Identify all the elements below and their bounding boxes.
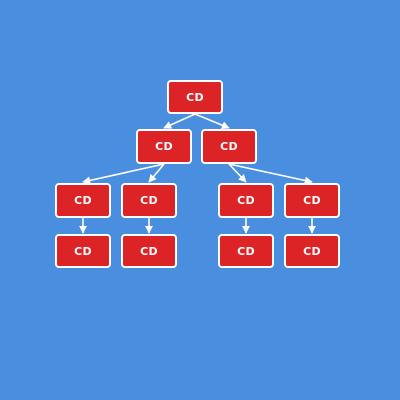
edge-arrow-n1-n4 [148,163,165,183]
tree-node-level2-4[interactable]: CD [284,183,340,218]
edge-arrow-n0-n2 [194,113,230,129]
tree-node-level2-3[interactable]: CD [218,183,274,218]
node-label: CD [186,90,204,104]
node-label: CD [140,244,158,258]
edge-arrow-n2-n5 [228,163,247,183]
node-label: CD [74,244,92,258]
node-label: CD [140,194,158,207]
node-label: CD [237,194,255,207]
edge-arrow-n1-n3 [82,163,165,185]
node-label: CD [74,194,92,207]
tree-node-level3-3[interactable]: CD [218,234,274,268]
node-label: CD [303,194,321,207]
node-label: CD [220,140,238,153]
tree-node-level3-1[interactable]: CD [55,234,111,268]
tree-node-level1-right[interactable]: CD [201,129,257,164]
edge-arrow-n0-n1 [163,113,196,129]
tree-node-level2-1[interactable]: CD [55,183,111,218]
node-label: CD [237,244,255,258]
edge-arrow-n2-n6 [228,163,313,185]
tree-node-level2-2[interactable]: CD [121,183,177,218]
tree-node-level1-left[interactable]: CD [136,129,192,164]
node-label: CD [303,244,321,258]
tree-node-level3-4[interactable]: CD [284,234,340,268]
tree-node-level3-2[interactable]: CD [121,234,177,268]
tree-node-root[interactable]: CD [167,80,223,114]
node-label: CD [155,140,173,153]
